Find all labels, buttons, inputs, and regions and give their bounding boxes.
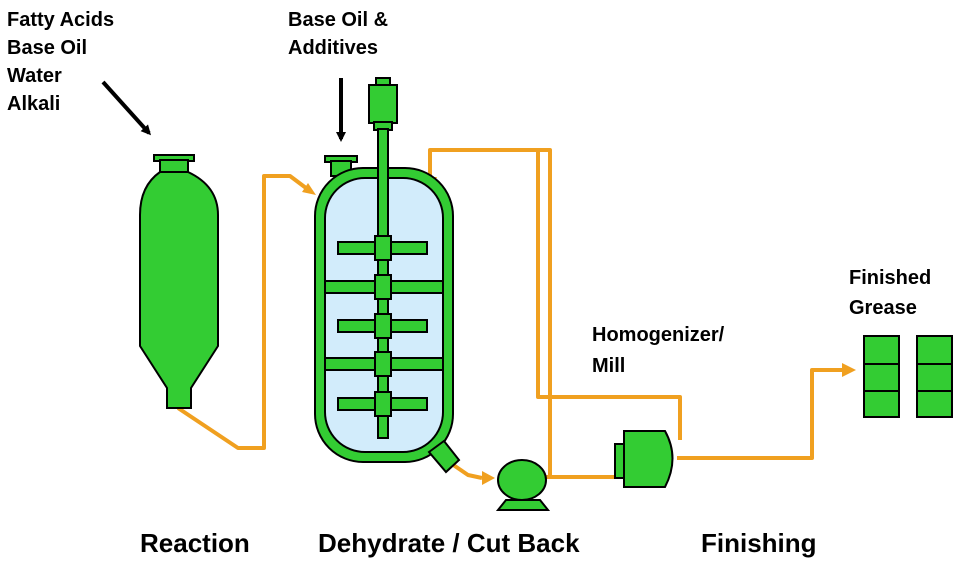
stage-label-reaction: Reaction	[140, 528, 250, 558]
kettle-vessel	[314, 77, 461, 474]
pipe-recirculation-inner	[428, 148, 552, 477]
reactor-inputs-label: Fatty Acids Base Oil Water Alkali	[7, 9, 120, 115]
reactor-body	[139, 171, 219, 409]
pump	[495, 459, 551, 511]
pipe-arrowhead-kettle-inlet	[302, 183, 316, 195]
homogenizer-mill	[614, 430, 674, 488]
reactor-vessel	[139, 154, 219, 409]
agitator-hub	[374, 391, 392, 417]
stage-label-finishing: Finishing	[701, 528, 817, 558]
agitator-hub	[374, 235, 392, 261]
finished-grease-drums	[863, 335, 953, 418]
pipe-arrowhead-pump-inlet	[482, 471, 495, 485]
pipe-homogenizer-to-product	[677, 368, 842, 460]
pipe-arrowhead-product	[842, 363, 856, 377]
agitator-motor	[368, 84, 398, 124]
pipe-kettle-to-pump	[447, 460, 483, 480]
homogenizer-inlet-flange	[614, 443, 625, 479]
grease-drum	[863, 335, 900, 418]
pump-casing	[497, 459, 547, 501]
agitator-hub	[374, 274, 392, 300]
homogenizer-label: Homogenizer/ Mill	[592, 324, 730, 377]
pipe-recirculation-outer	[536, 150, 682, 440]
agitator-hub	[374, 313, 392, 339]
pipes	[176, 148, 856, 485]
grease-drum	[916, 335, 953, 418]
homogenizer-body	[623, 430, 674, 488]
feed-arrow-reactor	[101, 80, 152, 136]
kettle-inputs-label: Base Oil & Additives	[288, 9, 394, 59]
agitator-hub	[374, 351, 392, 377]
finished-grease-label: Finished Grease	[849, 267, 937, 319]
kettle-bottom-nozzle	[427, 439, 461, 474]
pump-base	[495, 499, 551, 511]
stage-label-dehydrate: Dehydrate / Cut Back	[318, 528, 580, 558]
pipe-reactor-to-kettle	[176, 174, 308, 450]
